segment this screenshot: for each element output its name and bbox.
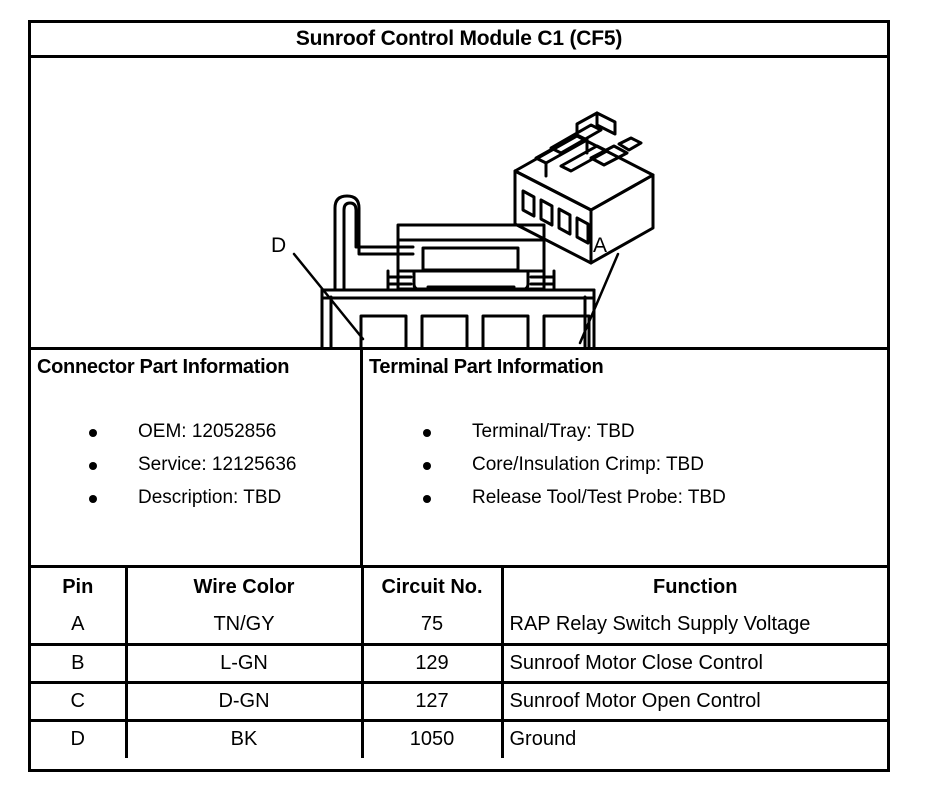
table-row: B L-GN 129 Sunroof Motor Close Control bbox=[31, 644, 887, 684]
table-row: A TN/GY 75 RAP Relay Switch Supply Volta… bbox=[31, 606, 887, 646]
cell-function: Ground bbox=[509, 728, 577, 751]
terminal-part-information-list: Terminal/Tray: TBD Core/Insulation Crimp… bbox=[367, 415, 887, 514]
pin-assignment-table: Pin Wire Color Circuit No. Function A TN… bbox=[31, 568, 887, 758]
cell-pin: A bbox=[31, 606, 128, 646]
table-row: C D-GN 127 Sunroof Motor Open Control bbox=[31, 682, 887, 722]
cell-function: RAP Relay Switch Supply Voltage bbox=[502, 606, 887, 646]
list-item: Description: TBD bbox=[35, 481, 360, 514]
cavity-label-a: A bbox=[593, 234, 608, 257]
isometric-connector-view bbox=[513, 111, 655, 265]
connector-part-information-list: OEM: 12052856 Service: 12125636 Descript… bbox=[35, 415, 360, 514]
column-header-circuit-no: Circuit No. bbox=[362, 568, 504, 606]
cell-function: Sunroof Motor Open Control bbox=[502, 682, 887, 722]
connector-diagram: D A bbox=[31, 58, 887, 350]
part-information-band: Connector Part Information OEM: 12052856… bbox=[31, 350, 887, 568]
connector-part-information-section: Connector Part Information OEM: 12052856… bbox=[31, 350, 363, 565]
list-item: Core/Insulation Crimp: TBD bbox=[367, 448, 887, 481]
list-item: Terminal/Tray: TBD bbox=[367, 415, 887, 448]
cell-wire-color: L-GN bbox=[126, 644, 364, 684]
list-item: Release Tool/Test Probe: TBD bbox=[367, 481, 887, 514]
cell-circuit-no: 1050 bbox=[362, 720, 504, 758]
list-item: OEM: 12052856 bbox=[35, 415, 360, 448]
list-item: Service: 12125636 bbox=[35, 448, 360, 481]
sheet-title-bar: Sunroof Control Module C1 (CF5) bbox=[31, 23, 887, 58]
leader-line-d bbox=[292, 252, 365, 341]
column-header-function: Function bbox=[653, 575, 738, 598]
table-row: D BK 1050 Ground bbox=[31, 720, 887, 758]
cell-pin: C bbox=[31, 682, 128, 722]
column-header-pin: Pin bbox=[31, 568, 128, 606]
cell-wire-color: TN/GY bbox=[126, 606, 364, 646]
cell-function: Sunroof Motor Close Control bbox=[502, 644, 887, 684]
cell-wire-color: D-GN bbox=[126, 682, 364, 722]
connector-drawing bbox=[292, 111, 655, 347]
front-view-connector bbox=[320, 194, 596, 347]
terminal-part-information-section: Terminal Part Information Terminal/Tray:… bbox=[363, 350, 887, 565]
cell-wire-color: BK bbox=[126, 720, 364, 758]
column-header-wire-color: Wire Color bbox=[126, 568, 364, 606]
page-title: Sunroof Control Module C1 (CF5) bbox=[295, 27, 623, 50]
cell-circuit-no: 129 bbox=[362, 644, 504, 684]
table-header-row: Pin Wire Color Circuit No. Function bbox=[31, 568, 887, 606]
cell-circuit-no: 127 bbox=[362, 682, 504, 722]
connector-part-information-heading: Connector Part Information bbox=[37, 356, 290, 378]
cell-pin: B bbox=[31, 644, 128, 684]
cell-circuit-no: 75 bbox=[362, 606, 504, 646]
leader-lines bbox=[292, 252, 620, 345]
connector-info-sheet: Sunroof Control Module C1 (CF5) bbox=[28, 20, 890, 772]
leader-line-a bbox=[578, 252, 620, 345]
cavity-label-d: D bbox=[271, 234, 287, 257]
cell-pin: D bbox=[31, 720, 128, 758]
terminal-part-information-heading: Terminal Part Information bbox=[369, 356, 604, 378]
